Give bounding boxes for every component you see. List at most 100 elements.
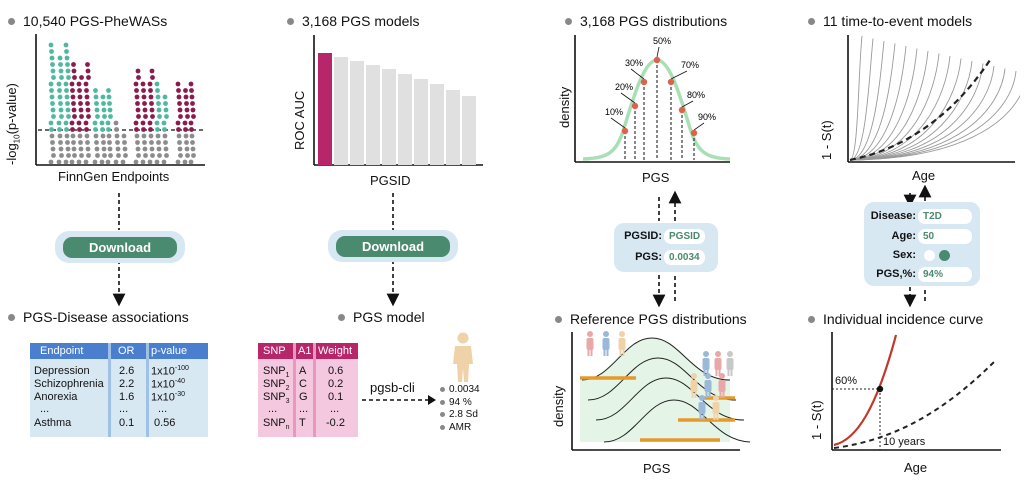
phewas-dot bbox=[116, 153, 121, 158]
download-button[interactable]: Download bbox=[63, 237, 177, 258]
phewas-dot bbox=[49, 49, 54, 54]
phewas-dot bbox=[136, 153, 141, 158]
header-weight: Weight bbox=[318, 345, 353, 357]
disease-field[interactable]: T2D bbox=[918, 209, 972, 224]
phewas-dot bbox=[69, 81, 75, 87]
table-cell: 0.2 bbox=[328, 378, 344, 390]
phewas-dot bbox=[107, 101, 112, 106]
phewas-dot bbox=[51, 153, 56, 158]
phewas-dot bbox=[49, 94, 55, 100]
bullet-icon bbox=[287, 17, 294, 25]
pgsid-field[interactable]: PGSID bbox=[664, 229, 706, 244]
table-cell: ... bbox=[119, 403, 129, 415]
table-cell: 1x10-100 bbox=[151, 365, 189, 378]
column-divider bbox=[146, 343, 149, 437]
sex-selector[interactable] bbox=[918, 248, 972, 263]
phewas-dot bbox=[56, 120, 62, 126]
percentile-marker bbox=[678, 106, 686, 114]
percentile-pointer bbox=[693, 122, 705, 131]
phewas-dot bbox=[141, 88, 146, 93]
phewas-dot bbox=[51, 75, 56, 80]
phewas-dot bbox=[162, 94, 168, 100]
phewas-dot bbox=[65, 62, 70, 67]
percentile-label: 90% bbox=[698, 112, 716, 122]
table-cell: 0.6 bbox=[328, 365, 344, 377]
phewas-dot bbox=[71, 62, 76, 67]
phewas-dot bbox=[135, 146, 141, 152]
phewas-dot bbox=[65, 107, 71, 113]
person-icon bbox=[602, 331, 610, 356]
percentile-pointer bbox=[630, 68, 645, 80]
phewas-dot bbox=[70, 127, 75, 132]
reference-xlabel: PGS bbox=[643, 461, 671, 476]
phewas-dot bbox=[163, 146, 169, 152]
phewas-dot bbox=[50, 107, 56, 113]
phewas-dot bbox=[155, 94, 161, 100]
phewas-dot bbox=[70, 133, 76, 139]
download-box-phewas: Download bbox=[55, 231, 185, 263]
person-icon bbox=[586, 331, 594, 356]
phewas-dot bbox=[178, 153, 183, 158]
incidence-xlabel: Age bbox=[904, 460, 928, 475]
phewas-dot bbox=[59, 75, 64, 80]
bullet-icon bbox=[440, 399, 445, 405]
table-cell: SNPn bbox=[263, 417, 290, 432]
phewas-dot bbox=[84, 133, 90, 139]
incidence-plot bbox=[831, 332, 1001, 451]
auc-bar bbox=[446, 90, 460, 165]
phewas-dot bbox=[58, 146, 64, 152]
phewas-dot bbox=[133, 159, 139, 165]
phewas-dot bbox=[85, 140, 90, 145]
phewas-dot bbox=[149, 140, 154, 145]
phewas-dot bbox=[122, 140, 127, 145]
person-icon bbox=[718, 373, 726, 398]
table-cell: 1x10-40 bbox=[151, 378, 185, 391]
phewas-dot bbox=[101, 107, 107, 113]
phewas-dot bbox=[183, 88, 188, 93]
phewas-dot bbox=[162, 127, 167, 132]
phewas-dot bbox=[58, 68, 64, 74]
phewas-dot bbox=[134, 88, 139, 93]
pgs-field[interactable]: 0.0034 bbox=[664, 250, 705, 265]
phewas-dot bbox=[72, 114, 77, 119]
tte-curve bbox=[849, 65, 995, 161]
phewas-dot bbox=[57, 127, 62, 132]
phewas-dot bbox=[184, 107, 190, 113]
pgs-percent-field[interactable]: 94% bbox=[918, 267, 972, 282]
phewas-dot bbox=[135, 107, 141, 113]
header-snp: SNP bbox=[263, 345, 286, 357]
person-icon bbox=[618, 331, 626, 356]
connector-arrows bbox=[112, 185, 932, 308]
phewas-dot bbox=[100, 133, 106, 139]
tte-curve bbox=[849, 63, 984, 161]
highlighted-curve bbox=[849, 59, 991, 162]
phewas-dot bbox=[94, 140, 99, 145]
radio-selected-icon[interactable] bbox=[939, 250, 950, 261]
heading-distributions: 3,168 PGS distributions bbox=[565, 13, 727, 29]
phewas-dot bbox=[76, 159, 82, 165]
phewas-dot bbox=[58, 107, 64, 113]
pgs-model-table: SNP A1 Weight SNP1 A 0.6 SNP2 C 0.2 SNP3… bbox=[258, 343, 358, 437]
phewas-dot bbox=[150, 75, 155, 80]
phewas-dot bbox=[77, 88, 82, 93]
phewas-dot bbox=[77, 133, 83, 139]
phewas-dot bbox=[85, 68, 91, 74]
phewas-dot bbox=[71, 146, 77, 152]
age-field[interactable]: 50 bbox=[918, 229, 972, 244]
output-item: 2.8 Sd bbox=[440, 409, 480, 422]
phewas-dot bbox=[93, 133, 99, 139]
header-pvalue: p-value bbox=[151, 345, 188, 357]
radio-option-icon[interactable] bbox=[924, 250, 935, 261]
phewas-dot bbox=[155, 133, 161, 139]
phewas-dot bbox=[190, 101, 195, 106]
phewas-dot bbox=[161, 120, 167, 126]
phewas-dot bbox=[155, 88, 160, 93]
phewas-dot bbox=[176, 94, 182, 100]
phewas-dot bbox=[190, 140, 195, 145]
phewas-dot bbox=[140, 81, 146, 87]
output-item: 94 % bbox=[440, 397, 480, 410]
download-button[interactable]: Download bbox=[336, 236, 450, 257]
phewas-dot bbox=[59, 153, 64, 158]
phewas-dot bbox=[50, 101, 55, 106]
phewas-dot bbox=[101, 140, 106, 145]
